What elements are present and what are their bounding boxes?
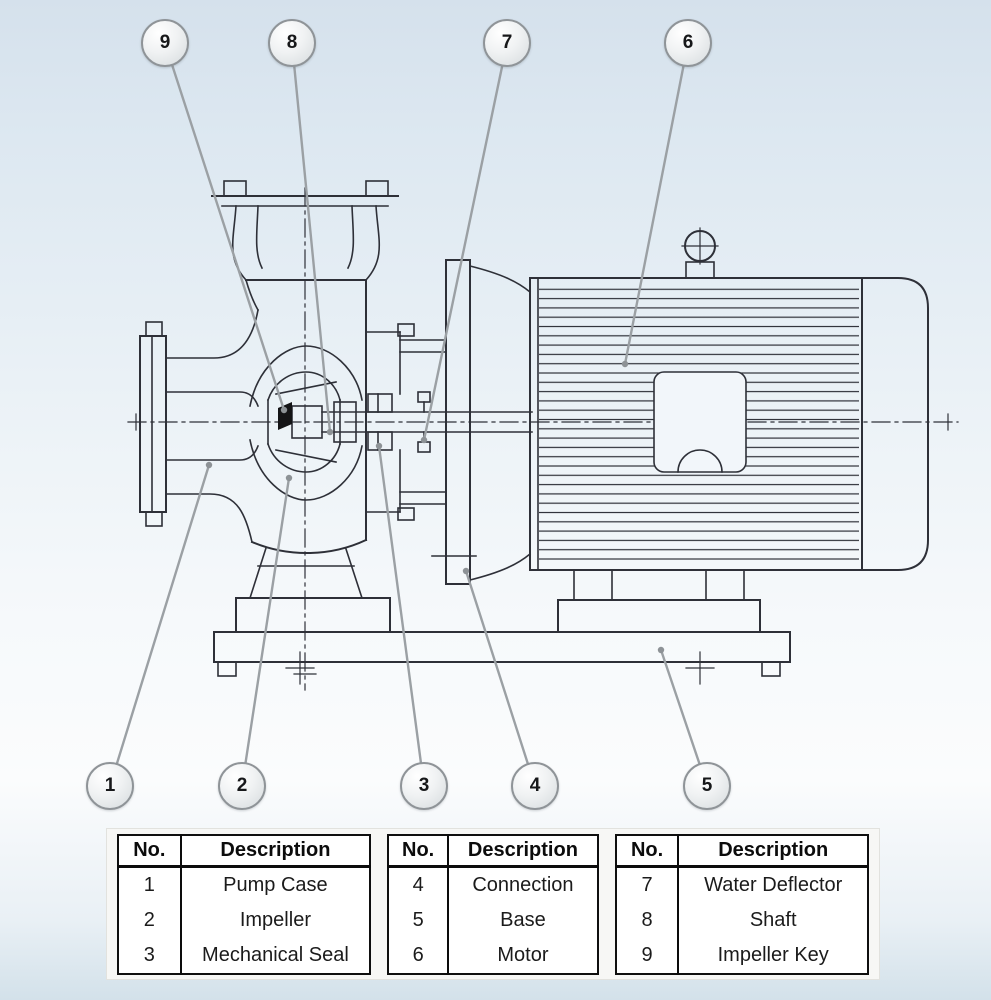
- part-no: 6: [388, 937, 450, 974]
- callout-6: 6: [664, 19, 712, 67]
- table-row: 6 Motor: [388, 937, 598, 974]
- table-row: 1 Pump Case: [118, 866, 370, 903]
- pump-cross-section-drawing: [108, 41, 959, 788]
- part-no: 4: [388, 866, 450, 903]
- col-header-description: Description: [448, 834, 598, 868]
- table-header-row: No. Description: [615, 834, 868, 868]
- part-desc: Base: [500, 908, 546, 931]
- table-header-row: No. Description: [118, 834, 371, 868]
- part-no: 7: [615, 866, 680, 903]
- part-desc: Connection: [472, 873, 574, 896]
- part-no: 9: [615, 937, 680, 974]
- table-row: 8 Shaft: [615, 902, 868, 938]
- col-header-description: Description: [678, 834, 868, 868]
- callout-2-label: 2: [236, 775, 248, 796]
- centerline-ticks: [135, 413, 949, 675]
- callout-1-label: 1: [104, 775, 116, 796]
- part-no: 2: [118, 902, 182, 938]
- part-desc: Shaft: [749, 908, 797, 931]
- callout-5-label: 5: [701, 775, 713, 796]
- callout-5: 5: [683, 762, 731, 810]
- callout-6-label: 6: [682, 32, 694, 53]
- motor-drawing: [529, 227, 929, 633]
- table-row: 3 Mechanical Seal: [118, 937, 370, 974]
- part-desc: Impeller Key: [717, 943, 829, 966]
- leader-dots: [205, 360, 665, 654]
- callout-3-label: 3: [418, 775, 430, 796]
- part-no: 3: [118, 937, 182, 974]
- callout-3: 3: [400, 762, 448, 810]
- callout-7-label: 7: [501, 32, 513, 53]
- callout-8-label: 8: [286, 32, 298, 53]
- callout-7: 7: [483, 19, 531, 67]
- table-header-row: No. Description: [388, 834, 598, 868]
- pump-case-drawing: [139, 279, 368, 555]
- callout-4: 4: [511, 762, 559, 810]
- part-desc: Mechanical Seal: [202, 943, 349, 966]
- callout-9-label: 9: [159, 32, 171, 53]
- impeller-key-drawing: [278, 402, 292, 430]
- part-desc: Impeller: [239, 908, 311, 931]
- col-header-description: Description: [180, 834, 371, 868]
- table-row: 4 Connection: [388, 866, 598, 903]
- parts-table-2: No. Description 4 Connection 5 Base 6 Mo…: [387, 833, 599, 975]
- callout-4-label: 4: [529, 775, 541, 796]
- col-header-no: No.: [118, 834, 182, 868]
- parts-table-3: No. Description 7 Water Deflector 8 Shaf…: [614, 833, 869, 975]
- parts-legend: No. Description 1 Pump Case 2 Impeller 3…: [106, 828, 880, 980]
- part-desc: Water Deflector: [704, 873, 843, 896]
- table-row: 2 Impeller: [118, 902, 370, 938]
- pump-pedestal-drawing: [235, 546, 391, 633]
- table-row: 7 Water Deflector: [615, 866, 868, 903]
- leader-lines: [108, 41, 709, 788]
- col-header-no: No.: [615, 834, 680, 868]
- table-row: 5 Base: [388, 902, 598, 938]
- connection-drawing: [399, 259, 532, 585]
- base-drawing: [213, 631, 791, 685]
- part-desc: Pump Case: [223, 873, 328, 896]
- parts-table-1: No. Description 1 Pump Case 2 Impeller 3…: [117, 833, 372, 975]
- part-no: 1: [118, 866, 182, 903]
- callout-2: 2: [218, 762, 266, 810]
- table-row: 9 Impeller Key: [615, 937, 868, 974]
- callout-8: 8: [268, 19, 316, 67]
- shaft-drawing: [321, 411, 533, 433]
- col-header-no: No.: [388, 834, 450, 868]
- part-desc: Motor: [497, 943, 549, 966]
- part-no: 8: [615, 902, 680, 938]
- callout-1: 1: [86, 762, 134, 810]
- callout-9: 9: [141, 19, 189, 67]
- part-no: 5: [388, 902, 450, 938]
